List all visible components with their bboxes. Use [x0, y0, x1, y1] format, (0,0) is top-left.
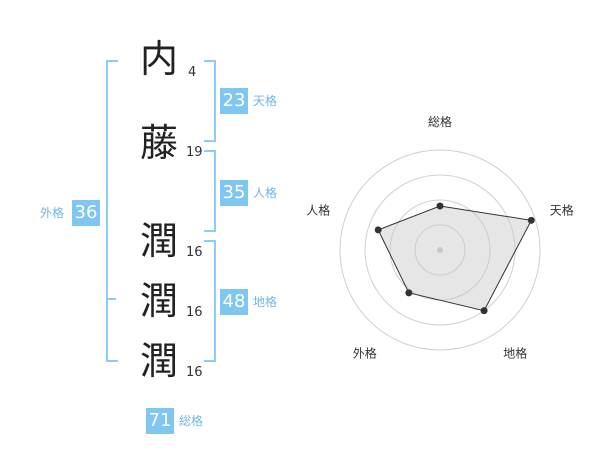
radar-point-5 [374, 226, 382, 234]
radar-axis-label-3: 地格 [503, 346, 527, 361]
name-char-1: 内 [140, 37, 179, 81]
chikaku-label: 地格 [253, 295, 278, 309]
tenkaku-bracket [204, 60, 216, 142]
name-char-5: 潤 [140, 339, 179, 383]
soukaku-value: 71 [146, 408, 174, 434]
radar-ring [364, 174, 516, 326]
soukaku-label: 総格 [179, 414, 204, 428]
gaikaku-bracket [106, 60, 118, 362]
jinkaku-value: 35 [220, 180, 248, 206]
chikaku-value: 48 [220, 289, 248, 315]
radar-axis-label-5: 人格 [306, 202, 330, 217]
jinkaku-label: 人格 [253, 186, 278, 200]
stroke-count-3: 16 [186, 245, 203, 260]
radar-polygon [377, 205, 533, 312]
radar-point-1 [436, 202, 444, 210]
name-char-3: 潤 [140, 219, 179, 263]
name-char-4: 潤 [140, 279, 179, 323]
gaikaku-value: 36 [72, 200, 100, 226]
radar-ring [339, 149, 541, 351]
radar-point-2 [527, 216, 535, 224]
radar-axis-label-4: 外格 [353, 346, 377, 361]
tenkaku-label: 天格 [253, 94, 278, 108]
radar-axis-label-1: 総格 [428, 114, 452, 129]
radar-point-3 [480, 307, 488, 315]
name-char-2: 藤 [140, 121, 179, 165]
radar-axis-label-2: 天格 [550, 202, 574, 217]
chikaku-bracket [204, 240, 216, 362]
stroke-count-4: 16 [186, 305, 203, 320]
stroke-count-2: 19 [186, 145, 203, 160]
stroke-count-5: 16 [186, 365, 203, 380]
radar-center [437, 247, 443, 253]
gaikaku-label: 外格 [40, 206, 65, 220]
jinkaku-bracket [204, 150, 216, 232]
radar-ring [414, 224, 466, 276]
tenkaku-value: 23 [220, 88, 248, 114]
gaikaku-bracket-mid [106, 298, 116, 300]
stroke-count-1: 4 [188, 65, 197, 80]
radar-point-4 [405, 289, 413, 297]
